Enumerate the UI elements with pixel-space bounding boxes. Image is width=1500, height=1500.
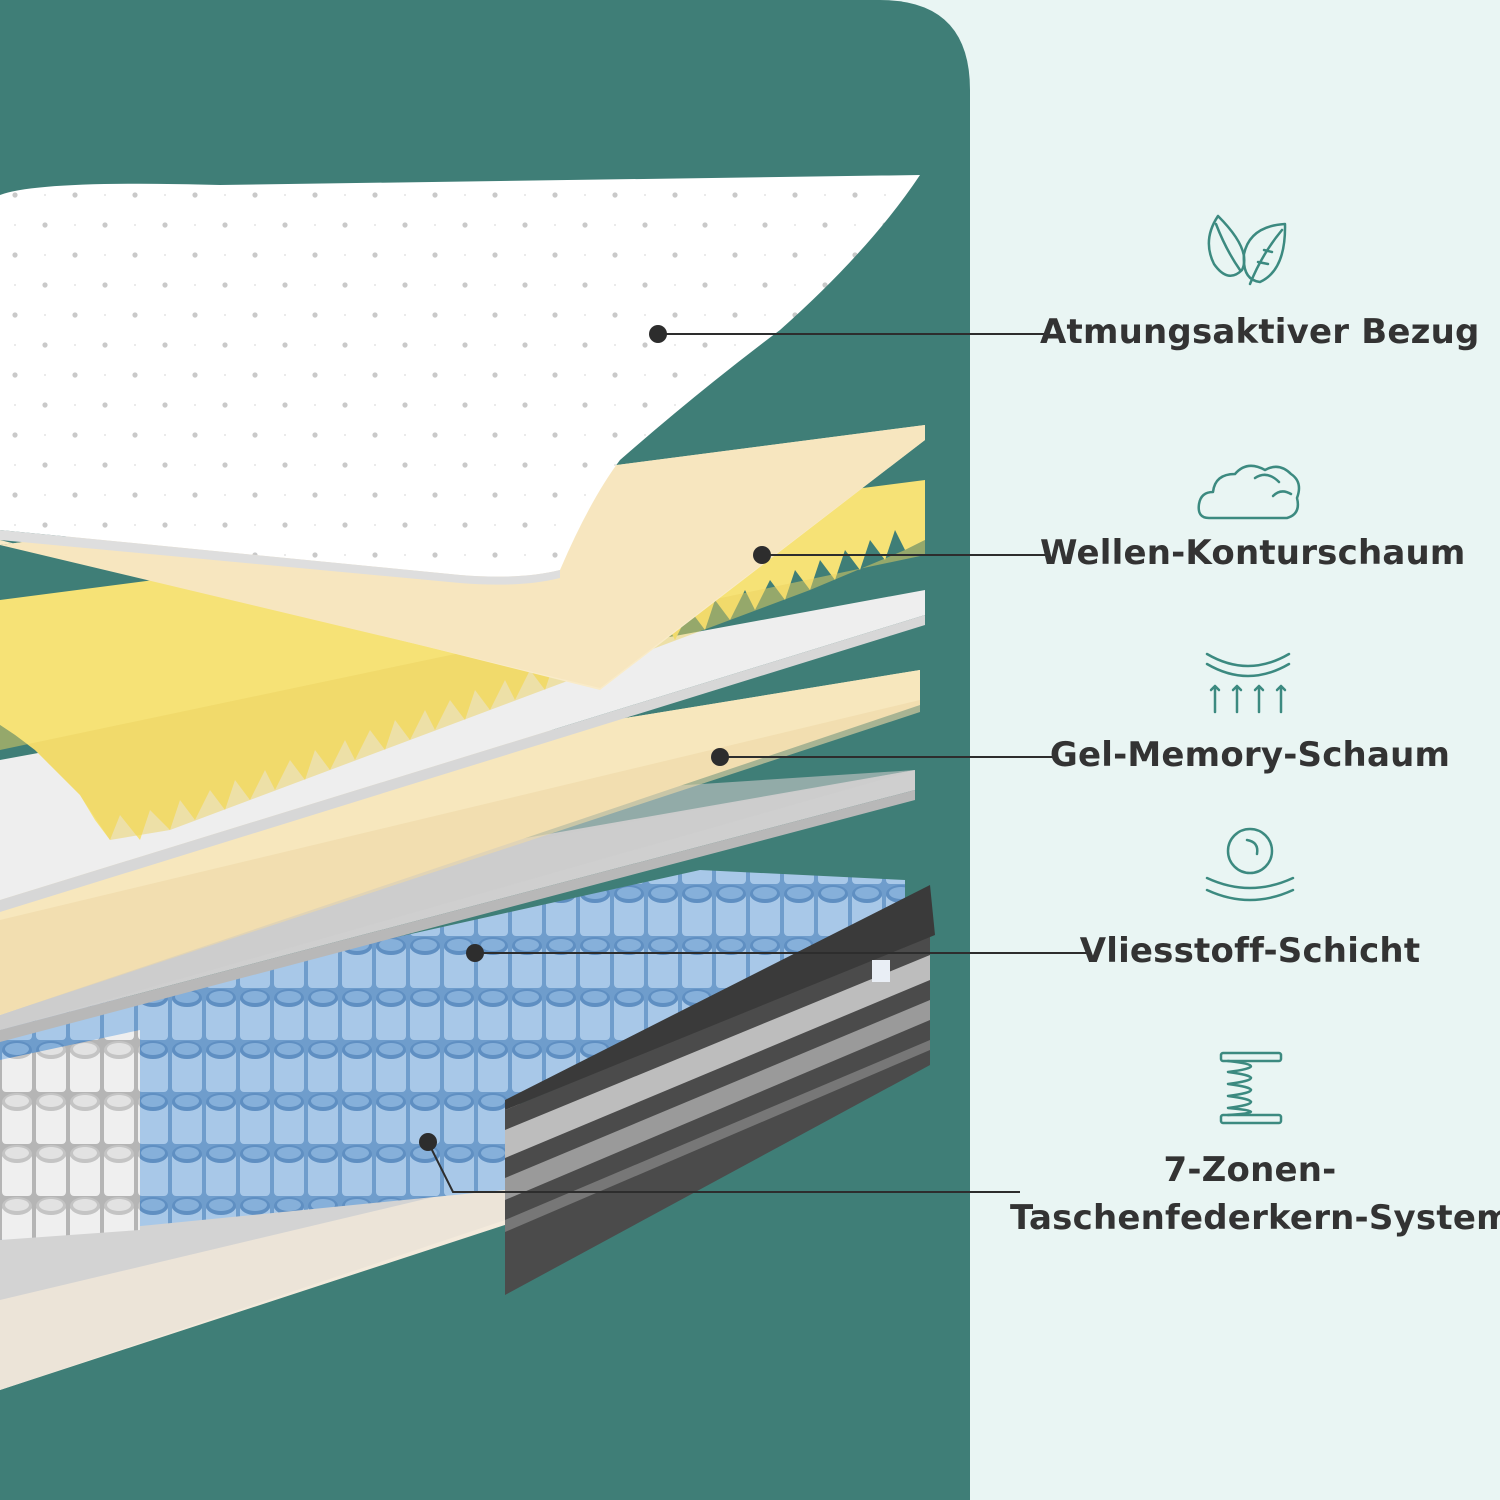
callout-lines: [427, 333, 1090, 1193]
pressure-relief-icon: [1205, 652, 1291, 714]
callout-dot-gel: [711, 748, 729, 766]
callout-dot-wave: [753, 546, 771, 564]
callout-dot-cover: [649, 325, 667, 343]
label-wellen-konturschaum: Wellen-Konturschaum: [1040, 533, 1466, 573]
label-taschenfederkern-system: Taschenfederkern-System: [1010, 1198, 1500, 1238]
label-7-zonen: 7-Zonen-: [1163, 1150, 1337, 1190]
brand-tag: [872, 960, 890, 982]
quilted-cover-layer: [0, 175, 920, 577]
thin-sheet-layer: [0, 590, 925, 900]
mattress-side-border: [505, 935, 930, 1295]
spring-icon: [1219, 1051, 1283, 1125]
label-gel-memory-schaum: Gel-Memory-Schaum: [1049, 735, 1451, 775]
label-vliesstoff-schicht: Vliesstoff-Schicht: [1079, 931, 1421, 971]
ball-icon: [1205, 827, 1295, 902]
springs-block: [0, 870, 905, 1240]
callout-dot-springs: [419, 1133, 437, 1151]
callout-dot-fleece: [466, 944, 484, 962]
leaf-icon: [1207, 214, 1287, 286]
label-atmungsaktiver-bezug: Atmungsaktiver Bezug: [1040, 312, 1480, 352]
cloud-icon: [1197, 464, 1301, 520]
